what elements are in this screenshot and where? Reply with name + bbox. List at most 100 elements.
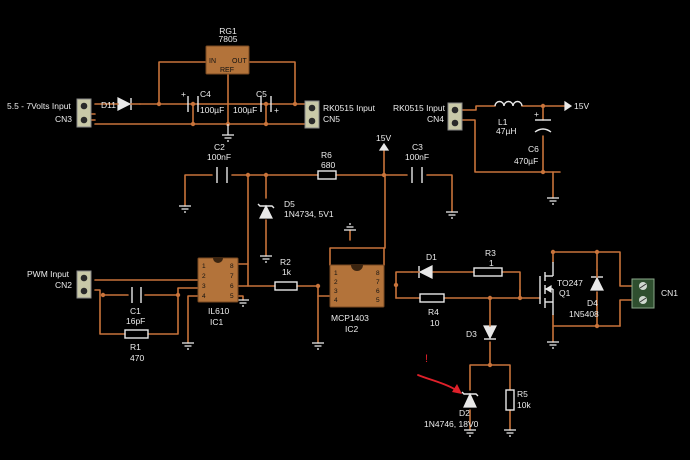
c2-ref: C2 [214, 142, 225, 152]
connector-cn3: 5.5 - 7Volts Input CN3 [7, 98, 92, 128]
l1-value: 47µH [496, 126, 517, 136]
capacitor-c1: C1 16pF [126, 287, 145, 326]
connector-cn2: PWM Input CN2 [27, 269, 92, 299]
q1-value: TO247 [557, 278, 583, 288]
resistor-r6: R6 680 [317, 150, 337, 180]
ground-icon [260, 255, 272, 263]
ground-icon [179, 205, 191, 213]
r5-ref: R5 [517, 389, 528, 399]
cn5-ref: CN5 [323, 114, 340, 124]
r6-value: 680 [321, 160, 335, 170]
ground-icon [547, 197, 559, 205]
capacitor-c2: C2 100nF [207, 142, 231, 183]
ic2-pin-5: 5 [376, 297, 380, 304]
cn5-label: RK0515 Input [323, 103, 376, 113]
ic1-pin-7: 7 [230, 273, 234, 280]
cn3-ref: CN3 [55, 114, 72, 124]
inductor-l1: L1 47µH [494, 100, 523, 136]
d2-value: 1N4746, 18V0 [424, 419, 479, 429]
ground-icon [547, 341, 559, 349]
junction-dots [100, 101, 600, 368]
r2-ref: R2 [280, 257, 291, 267]
rg1-ref: RG1 [219, 26, 237, 36]
ground-icon [464, 429, 476, 437]
resistor-r5: R5 10k [505, 389, 531, 411]
c3-value: 100nF [405, 152, 429, 162]
zener-d5: D5 1N4734, 5V1 [257, 199, 334, 219]
ic2-ref: IC2 [345, 324, 359, 334]
ic2-pin-4: 4 [334, 297, 338, 304]
c2-value: 100nF [207, 152, 231, 162]
c3-ref: C3 [412, 142, 423, 152]
r3-value: 1 [489, 258, 494, 268]
d5-ref: D5 [284, 199, 295, 209]
r6-ref: R6 [321, 150, 332, 160]
d11-ref: D11 [101, 100, 116, 110]
ic2-value: MCP1403 [331, 313, 369, 323]
ic2-pin-6: 6 [376, 288, 380, 295]
q1-ref: Q1 [559, 288, 571, 298]
rg1-pin-out: OUT [232, 58, 248, 65]
c5-ref: C5 [256, 89, 267, 99]
d5-value: 1N4734, 5V1 [284, 209, 334, 219]
rail-15v-top-label: 15V [574, 101, 589, 111]
d2-ref: D2 [459, 408, 470, 418]
ground-icon [237, 299, 249, 307]
rg1-value: 7805 [219, 34, 238, 44]
r5-value: 10k [517, 400, 531, 410]
ic1: 1 2 3 4 8 7 6 5 IL610 IC1 [197, 257, 239, 327]
mosfet-q1: TO247 Q1 [539, 262, 583, 315]
ic1-ref: IC1 [210, 317, 224, 327]
wires [87, 61, 633, 431]
red-annotation-arrow: ! [417, 353, 462, 394]
cn2-label: PWM Input [27, 269, 70, 279]
annotation-mark: ! [425, 353, 428, 365]
connector-cn1: CN1 [631, 278, 678, 309]
rail-15v-mid: 15V [376, 133, 391, 151]
capacitor-c3: C3 100nF [405, 142, 429, 183]
c6-polarity-mark: + [534, 109, 539, 119]
resistor-r3: R3 1 [473, 248, 503, 277]
ic1-pin-5: 5 [230, 293, 234, 300]
ic1-pin-3: 3 [202, 283, 206, 290]
c4-ref: C4 [200, 89, 211, 99]
cn1-ref: CN1 [661, 288, 678, 298]
c6-ref: C6 [528, 144, 539, 154]
diode-d3: D3 [466, 321, 497, 340]
c5-value: 100µF [233, 105, 257, 115]
ic1-pin-2: 2 [202, 273, 206, 280]
ic2-pin-7: 7 [376, 279, 380, 286]
cn4-label: RK0515 Input [393, 103, 446, 113]
regulator-rg1: RG1 7805 IN OUT REF [205, 26, 250, 75]
r2-value: 1k [282, 267, 292, 277]
c5-polarity-mark: + [274, 105, 279, 115]
ground-icon [344, 223, 356, 231]
rg1-pin-ref: REF [220, 67, 234, 74]
capacitor-c5: C5 100µF + [233, 89, 279, 115]
r4-value: 10 [430, 318, 440, 328]
r1-value: 470 [130, 353, 144, 363]
zener-d2: D2 1N4746, 18V0 [424, 391, 479, 429]
r4-ref: R4 [428, 307, 439, 317]
ground-symbols [179, 124, 559, 437]
rail-15v-mid-label: 15V [376, 133, 391, 143]
connector-cn4: RK0515 Input CN4 [393, 102, 463, 131]
d3-ref: D3 [466, 329, 477, 339]
ic2-pin-3: 3 [334, 288, 338, 295]
ic2-pin-8: 8 [376, 270, 380, 277]
ground-icon [504, 429, 516, 437]
resistor-r4: R4 10 [419, 293, 445, 328]
resistor-r2: R2 1k [274, 257, 298, 291]
c4-value: 100µF [200, 105, 224, 115]
cn3-label: 5.5 - 7Volts Input [7, 101, 71, 111]
l1-ref: L1 [498, 117, 508, 127]
d4-value: 1N5408 [569, 309, 599, 319]
ground-icon [312, 342, 324, 350]
ic1-value: IL610 [208, 306, 230, 316]
rg1-pin-in: IN [209, 58, 216, 65]
diode-d1: D1 [411, 252, 437, 279]
capacitor-c4: C4 100µF + [181, 89, 224, 115]
diode-d11: D11 [101, 97, 141, 111]
ic2-pin-1: 1 [334, 270, 338, 277]
